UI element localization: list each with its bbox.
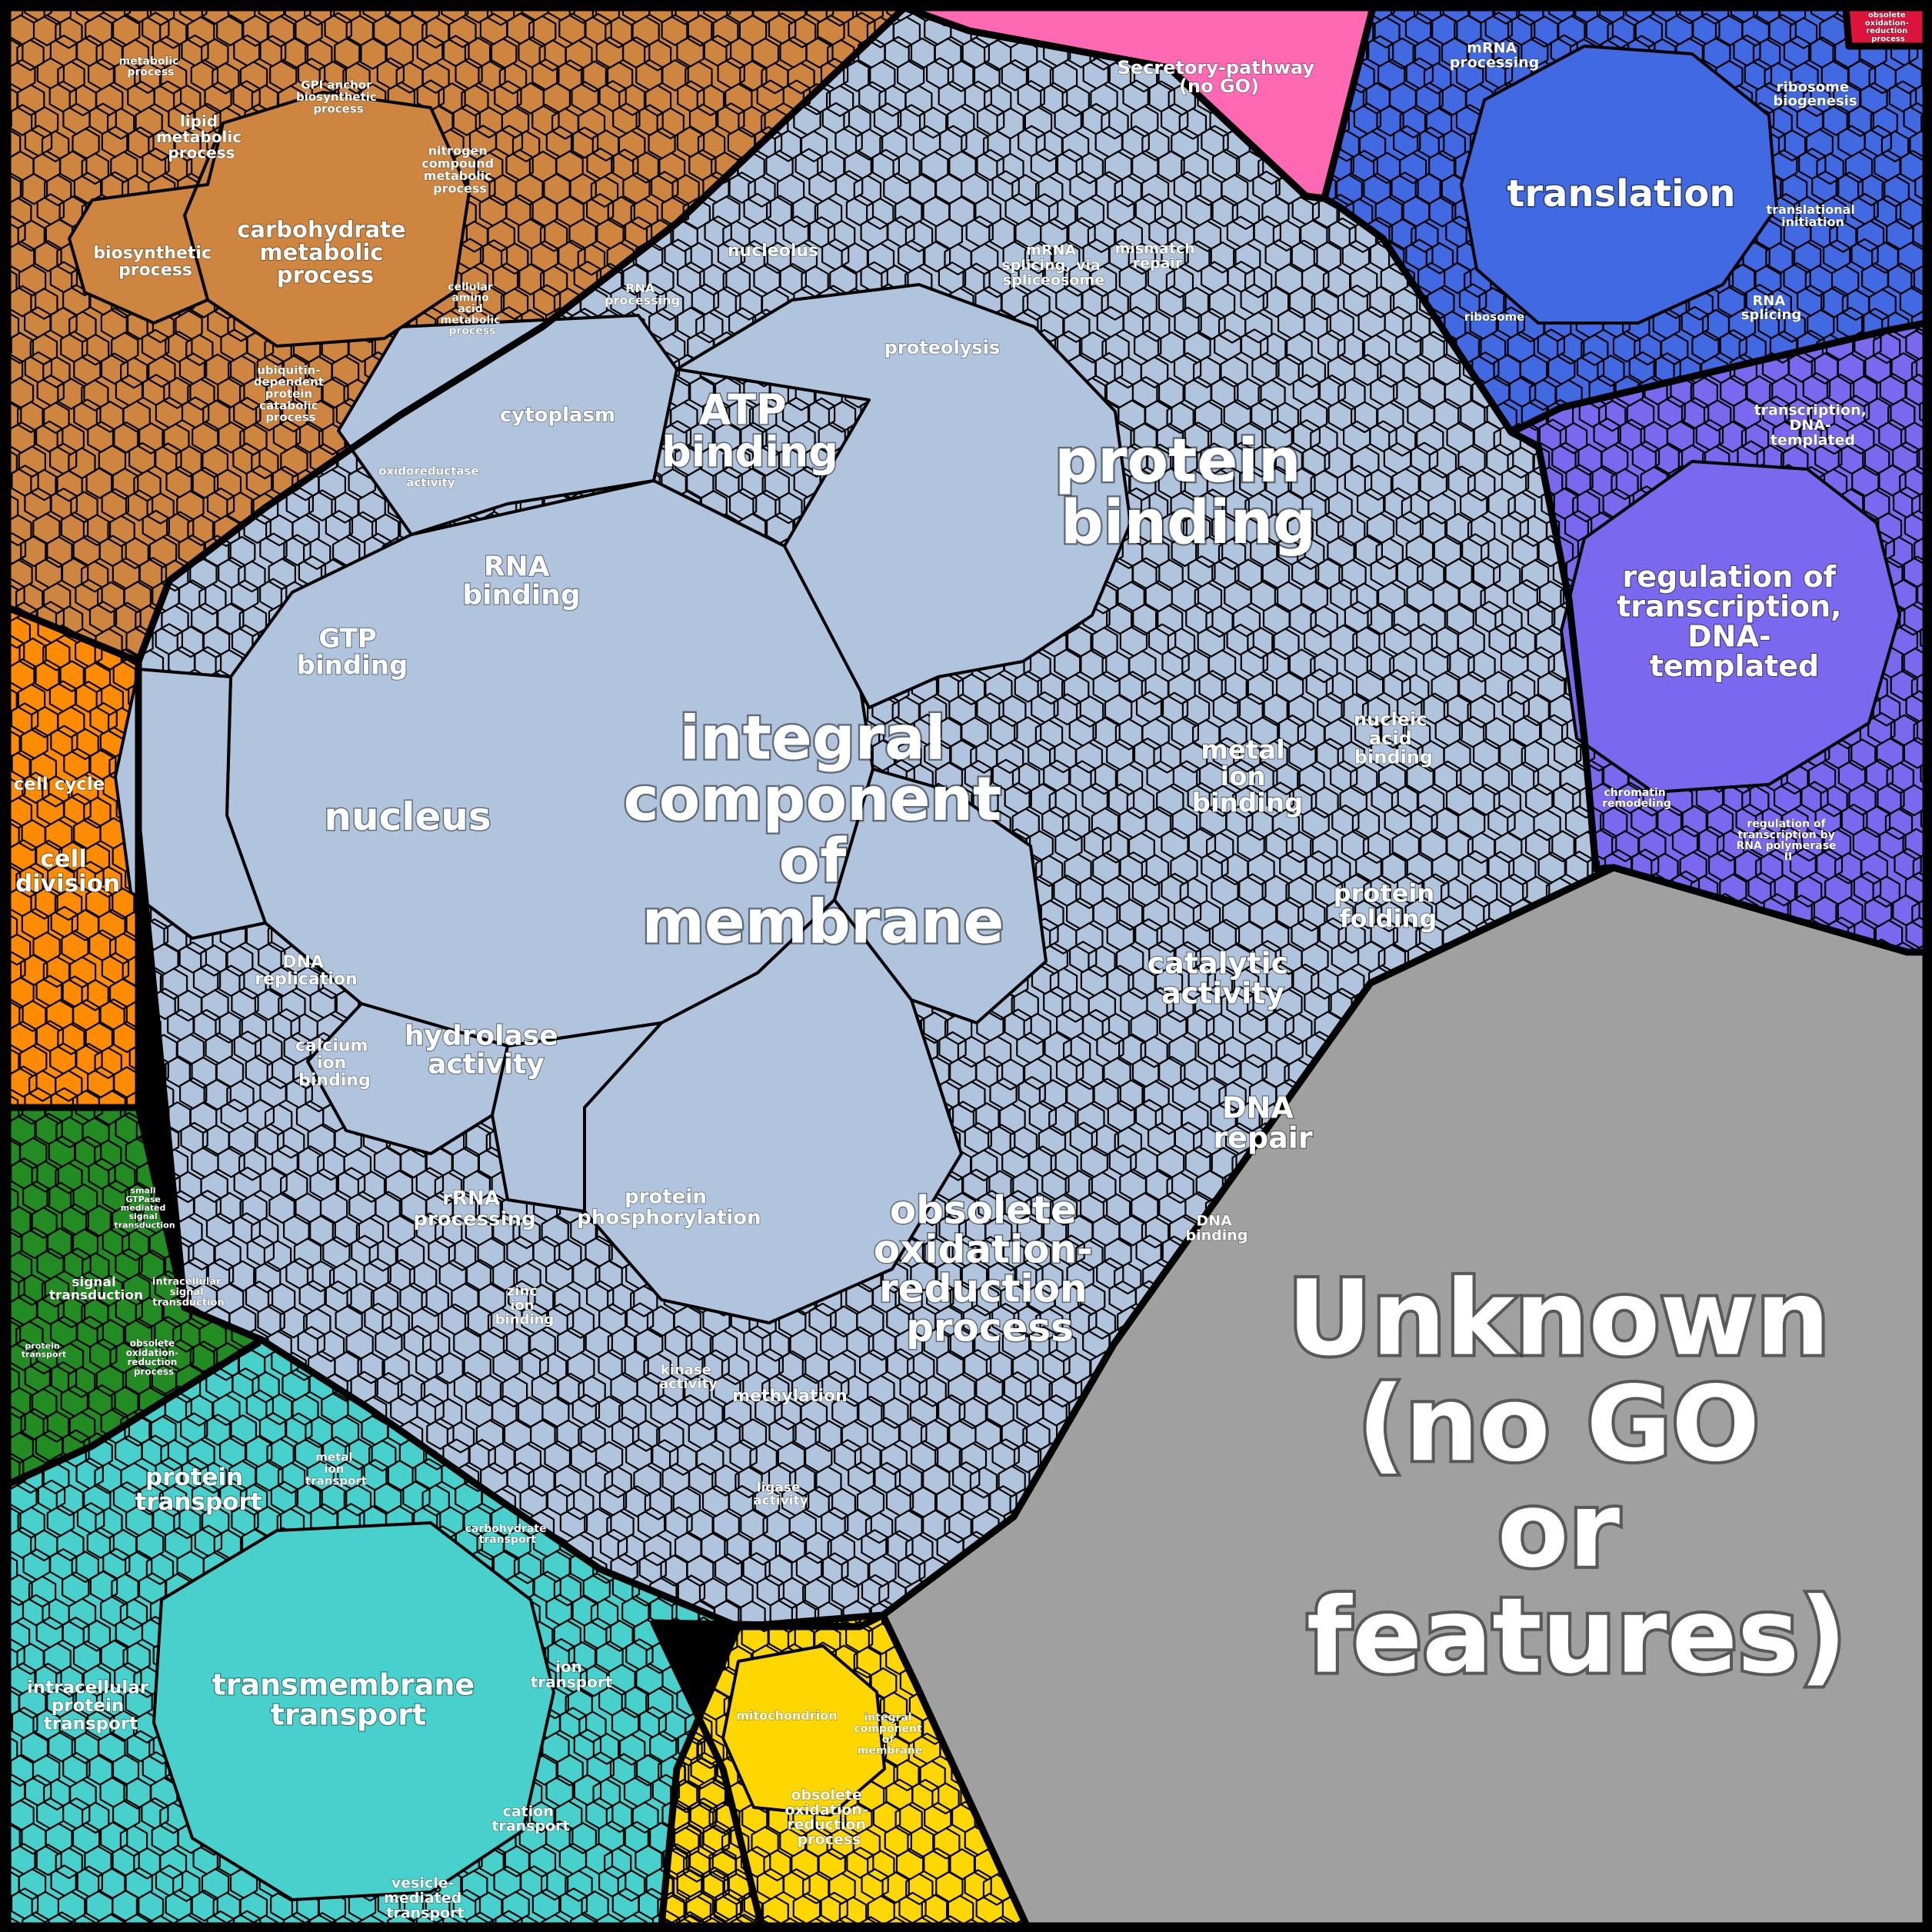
label-mismatch: mismatch repair	[1115, 240, 1201, 271]
label-rna-splicing: RNA splicing	[1741, 292, 1801, 322]
label-transmembrane: transmembrane transport	[212, 1668, 485, 1732]
label-gpi: GPI anchor biosynthetic process	[296, 78, 381, 116]
label-ligase: ligase activity	[753, 1480, 808, 1508]
label-protein-folding: protein folding	[1334, 879, 1444, 934]
label-integral: integral component of membrane	[624, 705, 1023, 958]
label-carbohydrate-transport: carbohydrate transport	[465, 1523, 551, 1546]
label-nucleic-acid: nucleic acid binding	[1354, 709, 1434, 768]
label-translational-init: translational initiation	[1767, 202, 1860, 228]
label-metal-ion-transport: metal ion transport	[305, 1451, 367, 1488]
cell-catalytic	[833, 768, 1048, 1024]
label-mitochondrion: mitochondrion	[736, 1708, 837, 1723]
label-dna-replication: DNA replication	[255, 952, 357, 988]
label-rna-processing: RNA processing	[605, 280, 680, 307]
label-vesicle: vesicle- mediated transport	[384, 1875, 467, 1922]
label-methylation: methylation	[732, 1387, 848, 1406]
label-transcription: transcription, DNA- templated	[1754, 402, 1872, 449]
label-ion-transport: ion transport	[531, 1657, 613, 1691]
label-protein-binding: protein binding	[1054, 427, 1322, 558]
label-obsolete-ox: obsolete oxidation- reduction process	[874, 1188, 1106, 1351]
label-cell-division: cell division	[15, 845, 120, 898]
cell-mitochondrion	[721, 1644, 886, 1817]
label-oxidoreductase: oxidoreductase activity	[378, 464, 483, 489]
label-cation-transport: cation transport	[491, 1803, 569, 1834]
label-ubiquitin: ubiquitin- dependent protein catabolic p…	[254, 363, 328, 424]
cell-nucleus	[114, 668, 267, 940]
label-calcium: calcium ion binding	[295, 1036, 374, 1090]
cell-transmembrane	[152, 1521, 555, 1901]
label-rrna: rRNA processing	[413, 1188, 535, 1231]
label-unknown: Unknown (no GO or features)	[1287, 1257, 1866, 1696]
label-reg-transcription: regulation of transcription, DNA- templa…	[1617, 560, 1852, 683]
label-chromatin: chromatin remodeling	[1602, 787, 1671, 810]
label-dna-binding: DNA binding	[1186, 1212, 1248, 1244]
label-cytoplasm: cytoplasm	[500, 404, 615, 427]
label-protein-phos: protein phosphorylation	[577, 1186, 761, 1230]
label-cell-cycle: cell cycle	[14, 774, 105, 794]
label-hydrolase: hydrolase activity	[405, 1020, 568, 1080]
label-mrna-processing: mRNA processing	[1450, 39, 1539, 71]
label-integral-yellow: integral component of membrane	[854, 1712, 925, 1757]
label-secretory: Secretory-pathway (no GO)	[1118, 57, 1321, 97]
label-ribosome: ribosome	[1464, 310, 1525, 324]
label-atp-binding: ATP binding	[661, 385, 838, 476]
cell-protein-binding	[675, 283, 1132, 709]
region-transcription-border	[1507, 319, 1930, 956]
cell-reg-transcription	[1560, 460, 1901, 794]
label-obsolete-red: obsolete oxidation- reduction process	[1865, 11, 1911, 43]
label-carbohydrate-metabolic: carbohydrate metabolic process	[237, 216, 414, 288]
label-obsolete-green: obsolete oxidation- reduction process	[126, 1338, 182, 1377]
label-protein-transport: protein transport	[135, 1464, 261, 1516]
label-cellular-amino: cellular amino acid metabolic process	[441, 281, 505, 337]
cell-biosynthetic	[68, 122, 225, 325]
label-reg-pol2: regulation of transcription by RNA polym…	[1737, 818, 1840, 864]
label-biosynthetic: biosynthetic process	[93, 243, 217, 279]
cell-translation	[1460, 45, 1778, 325]
label-intracellular-pt: intracellular protein transport	[27, 1678, 155, 1734]
label-intracellular-signal: intracellular signal transduction	[152, 1276, 225, 1308]
label-nitrogen: nitrogen compound metabolic process	[421, 143, 498, 195]
label-lipid-metabolic: lipid metabolic process	[156, 112, 247, 162]
label-signal-transduction: signal transduction	[49, 1274, 143, 1303]
label-gtp-binding: GTP binding	[297, 624, 408, 681]
label-obsolete-yellow: obsolete oxidation- reduction process	[785, 1787, 874, 1848]
label-rna-binding: RNA binding	[462, 551, 580, 611]
label-zinc: zinc ion binding	[495, 1283, 555, 1327]
label-proteolysis: proteolysis	[884, 337, 1000, 358]
label-mrna-splicing: mRNA splicing, via spliceosome	[1001, 242, 1105, 289]
label-metabolic: metabolic process	[119, 55, 183, 78]
label-small-gtpase: small GTPase mediated signal transductio…	[114, 1185, 175, 1230]
label-kinase: kinase activity	[659, 1361, 718, 1391]
label-nucleus: nucleus	[324, 794, 491, 839]
label-catalytic: catalytic activity	[1148, 947, 1299, 1011]
label-ribosome-biogenesis: ribosome biogenesis	[1773, 78, 1857, 108]
label-metal-ion: metal ion binding	[1192, 734, 1304, 818]
label-nucleolus: nucleolus	[728, 242, 818, 261]
label-dna-repair: DNA repair	[1213, 1091, 1312, 1155]
region-cell-cycle-texture	[8, 608, 138, 1108]
cell-protein-phos	[491, 1021, 663, 1213]
label-protein-transport-green: protein transport	[22, 1341, 67, 1359]
label-translation: translation	[1507, 172, 1735, 215]
